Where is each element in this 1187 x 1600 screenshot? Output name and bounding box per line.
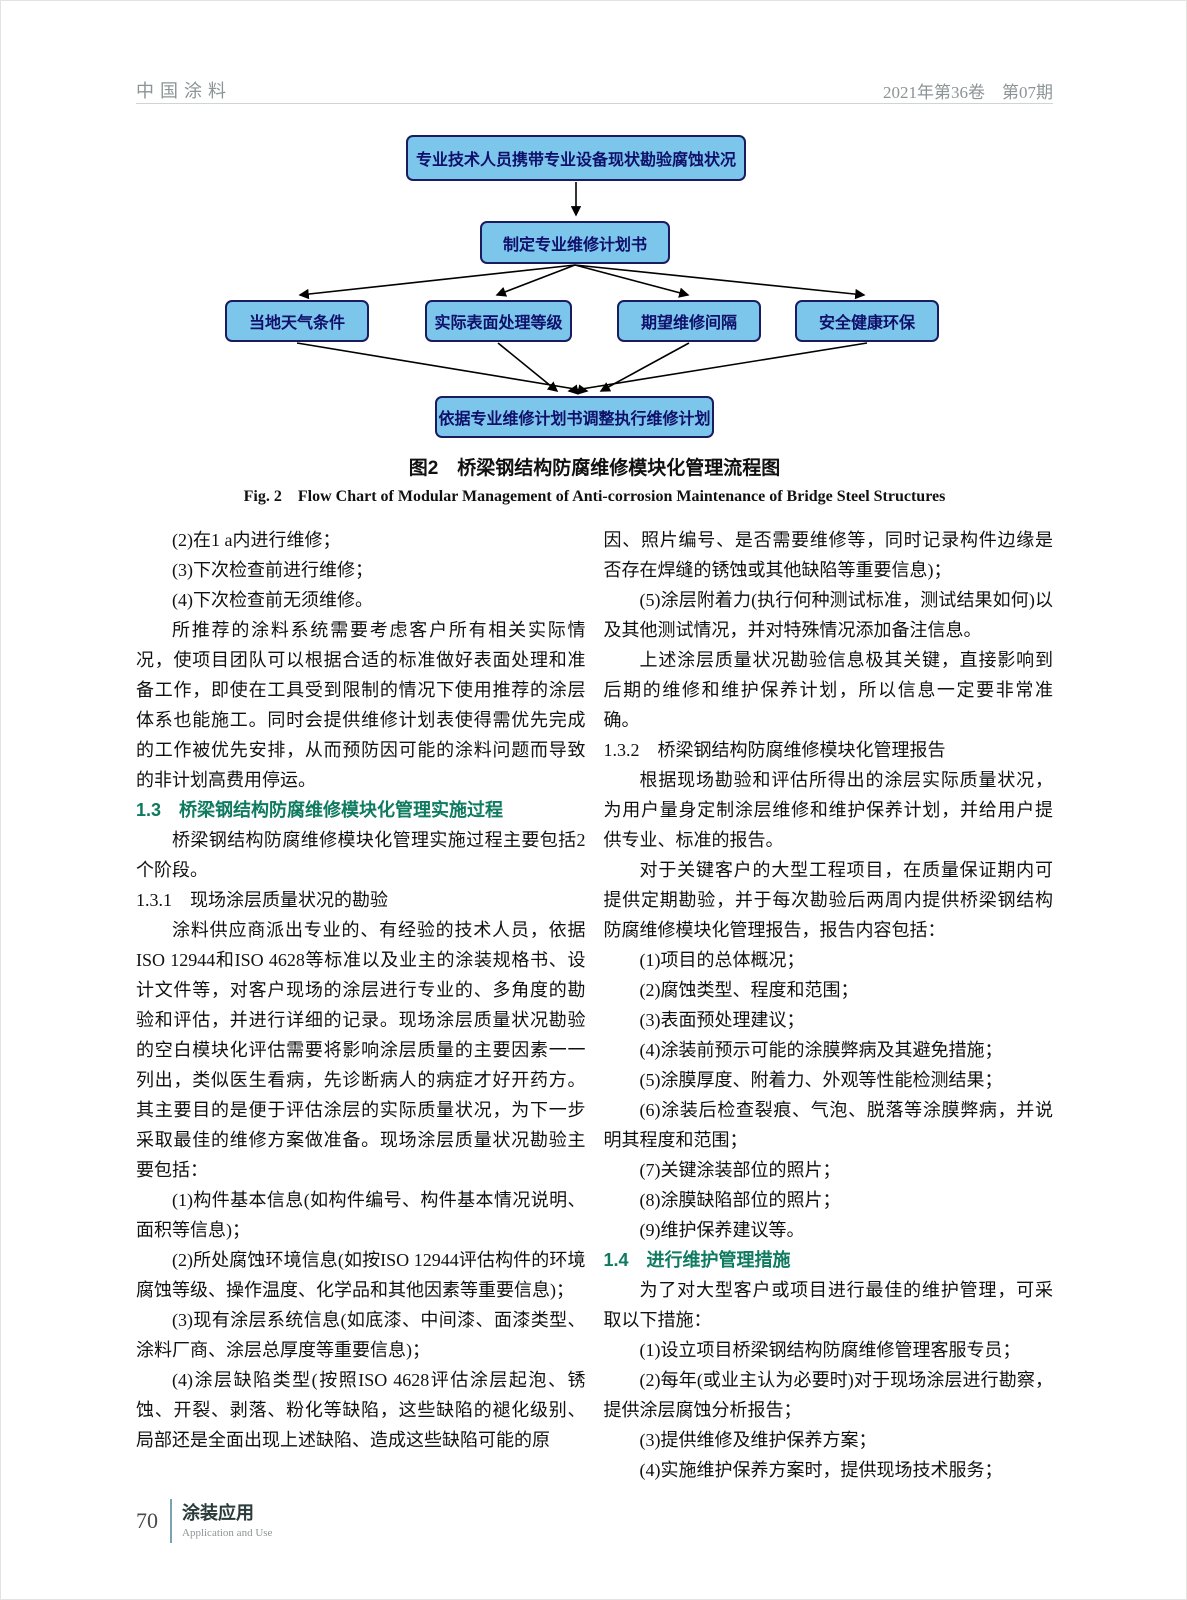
flow-node-weather: 当地天气条件 — [225, 300, 369, 342]
paragraph: 为了对大型客户或项目进行最佳的维护管理，可采取以下措施： — [603, 1280, 1054, 1330]
paragraph: (3)表面预处理建议； — [639, 1010, 805, 1030]
flow-node-surface-grade: 实际表面处理等级 — [425, 300, 572, 342]
paragraph: 根据现场勘验和评估所得出的涂层实际质量状况，为用户量身定制涂层维修和维护保养计划… — [603, 770, 1054, 850]
figure-caption-zh: 图2 桥梁钢结构防腐维修模块化管理流程图 — [408, 458, 781, 479]
column-left: (2)在1 a内进行维修； (3)下次检查前进行维修； (4)下次检查前无须维修。所… — [136, 525, 586, 1485]
column-right: 因、照片编号、是否需要维修等，同时记录构件边缘是否存在焊缝的锈蚀或其他缺陷等重要… — [604, 525, 1054, 1485]
footer-section: 涂装应用 Application and Use — [182, 1501, 272, 1541]
paragraph: (5)涂膜厚度、附着力、外观等性能检测结果； — [639, 1070, 1003, 1090]
paragraph: 所推荐的涂料系统需要考虑客户所有相关实际情况，使项目团队可以根据合适的标准做好表… — [136, 620, 586, 790]
flow-node-hse: 安全健康环保 — [795, 300, 939, 342]
paragraph: (1)项目的总体概况； — [639, 950, 805, 970]
flow-node-plan: 制定专业维修计划书 — [480, 221, 670, 264]
section-heading: 1.3 桥梁钢结构防腐维修模块化管理实施过程 — [136, 800, 504, 820]
paragraph: (3)现有涂层系统信息(如底漆、中间漆、面漆类型、涂料厂商、涂层总厚度等重要信息… — [136, 1310, 586, 1360]
paragraph: 上述涂层质量状况勘验信息极其关键，直接影响到后期的维修和维护保养计划，所以信息一… — [603, 650, 1054, 730]
footer-section-en: Application and Use — [182, 1527, 273, 1539]
paragraph: (2)在1 a内进行维修； — [172, 530, 341, 550]
paragraph: (2)腐蚀类型、程度和范围； — [639, 980, 859, 1000]
paragraph: 涂料供应商派出专业的、有经验的技术人员，依据ISO 12944和ISO 4628… — [136, 920, 586, 1180]
paragraph: 因、照片编号、是否需要维修等，同时记录构件边缘是否存在焊缝的锈蚀或其他缺陷等重要… — [603, 530, 1054, 580]
paragraph: (6)涂装后检查裂痕、气泡、脱落等涂膜弊病，并说明其程度和范围； — [603, 1100, 1054, 1150]
paragraph: 对于关键客户的大型工程项目，在质量保证期内可提供定期勘验，并于每次勘验后两周内提… — [603, 860, 1054, 940]
header-divider — [136, 103, 1053, 104]
paragraph: (2)每年(或业主认为必要时)对于现场涂层进行勘察，提供涂层腐蚀分析报告； — [603, 1370, 1054, 1420]
journal-title: 中国涂料 — [136, 81, 232, 101]
paragraph: (7)关键涂装部位的照片； — [639, 1160, 841, 1180]
body-columns: (2)在1 a内进行维修； (3)下次检查前进行维修； (4)下次检查前无须维修。所… — [136, 525, 1053, 1485]
paragraph: (4)实施维护保养方案时，提供现场技术服务； — [639, 1460, 1003, 1480]
paragraph: (5)涂层附着力(执行何种测试标准，测试结果如何)以及其他测试情况，并对特殊情况… — [603, 590, 1054, 640]
flow-node-survey: 专业技术人员携带专业设备现状勘验腐蚀状况 — [406, 135, 746, 181]
paragraph: (4)下次检查前无须维修。 — [172, 590, 373, 610]
subsection-heading: 1.3.1 现场涂层质量状况的勘验 — [136, 890, 388, 910]
page-footer: 70 涂装应用 Application and Use — [136, 1499, 272, 1543]
paragraph: (3)下次检查前进行维修； — [172, 560, 373, 580]
figure-caption-en: Fig. 2 Flow Chart of Modular Management … — [243, 488, 946, 505]
flow-node-execute: 依据专业维修计划书调整执行维修计划 — [435, 396, 714, 438]
paragraph: (9)维护保养建议等。 — [639, 1220, 805, 1240]
paragraph: (1)构件基本信息(如构件编号、构件基本情况说明、面积等信息)； — [136, 1190, 586, 1240]
paragraph: (2)所处腐蚀环境信息(如按ISO 12944评估构件的环境腐蚀等级、操作温度、… — [136, 1250, 586, 1300]
footer-divider — [170, 1499, 172, 1543]
footer-section-zh: 涂装应用 — [182, 1503, 254, 1523]
page-header: 中国涂料 2021年第36卷 第07期 — [136, 77, 1053, 103]
subsection-heading: 1.3.2 桥梁钢结构防腐维修模块化管理报告 — [603, 740, 946, 760]
section-heading: 1.4 进行维护管理措施 — [603, 1250, 791, 1270]
paragraph: (4)涂层缺陷类型(按照ISO 4628评估涂层起泡、锈蚀、开裂、剥落、粉化等缺… — [136, 1370, 586, 1450]
paragraph: (8)涂膜缺陷部位的照片； — [639, 1190, 841, 1210]
issue-info: 2021年第36卷 第07期 — [883, 83, 1053, 102]
flowchart-arrows — [296, 182, 868, 395]
paragraph: (3)提供维修及维护保养方案； — [639, 1430, 877, 1450]
page-number: 70 — [136, 1508, 158, 1533]
paragraph: (4)涂装前预示可能的涂膜弊病及其避免措施； — [639, 1040, 1003, 1060]
flowchart-figure: 专业技术人员携带专业设备现状勘验腐蚀状况 制定专业维修计划书 当地天气条件 实际… — [1, 1, 1186, 451]
flow-node-maintenance-interval: 期望维修间隔 — [617, 300, 761, 342]
paragraph: (1)设立项目桥梁钢结构防腐维修管理客服专员； — [639, 1340, 1021, 1360]
paragraph: 桥梁钢结构防腐维修模块化管理实施过程主要包括2个阶段。 — [136, 830, 586, 880]
